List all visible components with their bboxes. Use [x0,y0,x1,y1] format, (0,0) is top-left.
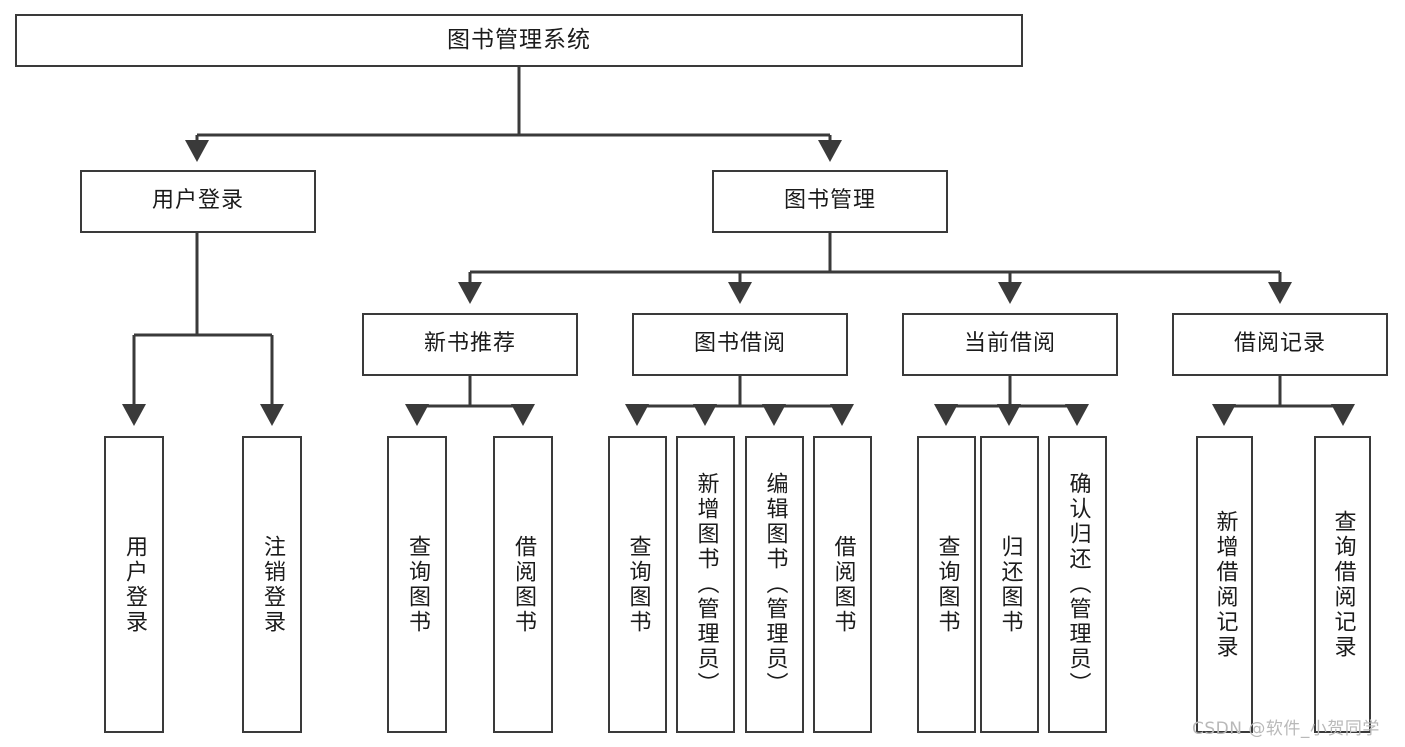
leaf-book-borrow-edit[interactable]: 编辑图书（管理员） [745,436,804,733]
leaf-book-borrow-query[interactable]: 查询图书 [608,436,667,733]
node-label: 查询借阅记录 [1330,509,1356,660]
node-new-book-recommend[interactable]: 新书推荐 [362,313,578,376]
node-label: 图书管理 [783,188,876,214]
leaf-current-borrow-confirm-return[interactable]: 确认归还（管理员） [1048,436,1107,733]
node-label: 用户登录 [121,534,147,635]
node-label: 新增图书（管理员） [693,472,719,697]
node-book-management[interactable]: 图书管理 [712,170,948,233]
node-label: 借阅图书 [830,534,856,635]
node-book-borrow[interactable]: 图书借阅 [632,313,848,376]
leaf-borrow-record-query[interactable]: 查询借阅记录 [1314,436,1371,733]
node-root-system[interactable]: 图书管理系统 [15,14,1023,67]
node-user-login[interactable]: 用户登录 [80,170,316,233]
node-label: 注销登录 [259,534,285,635]
leaf-current-borrow-query[interactable]: 查询图书 [917,436,976,733]
leaf-user-login-logout[interactable]: 注销登录 [242,436,302,733]
leaf-new-book-borrow[interactable]: 借阅图书 [493,436,553,733]
node-label: 借阅图书 [510,534,536,635]
node-label: 查询图书 [404,534,430,635]
node-label: 借阅记录 [1233,331,1326,357]
node-label: 图书借阅 [693,331,786,357]
node-label: 归还图书 [997,534,1023,635]
node-label: 新书推荐 [423,331,516,357]
node-label: 用户登录 [151,188,244,214]
leaf-book-borrow-add[interactable]: 新增图书（管理员） [676,436,735,733]
node-label: 查询图书 [934,534,960,635]
node-label: 当前借阅 [963,331,1056,357]
node-label: 编辑图书（管理员） [762,472,788,697]
node-label: 查询图书 [625,534,651,635]
csdn-watermark: CSDN @软件_小贺同学 [1192,719,1380,739]
leaf-borrow-record-add[interactable]: 新增借阅记录 [1196,436,1253,733]
node-current-borrow[interactable]: 当前借阅 [902,313,1118,376]
node-label: 确认归还（管理员） [1065,472,1091,697]
node-borrow-record[interactable]: 借阅记录 [1172,313,1388,376]
leaf-new-book-query[interactable]: 查询图书 [387,436,447,733]
leaf-user-login-login[interactable]: 用户登录 [104,436,164,733]
node-label: 新增借阅记录 [1212,509,1238,660]
leaf-book-borrow-borrow[interactable]: 借阅图书 [813,436,872,733]
node-label: 图书管理系统 [447,26,591,53]
leaf-current-borrow-return[interactable]: 归还图书 [980,436,1039,733]
